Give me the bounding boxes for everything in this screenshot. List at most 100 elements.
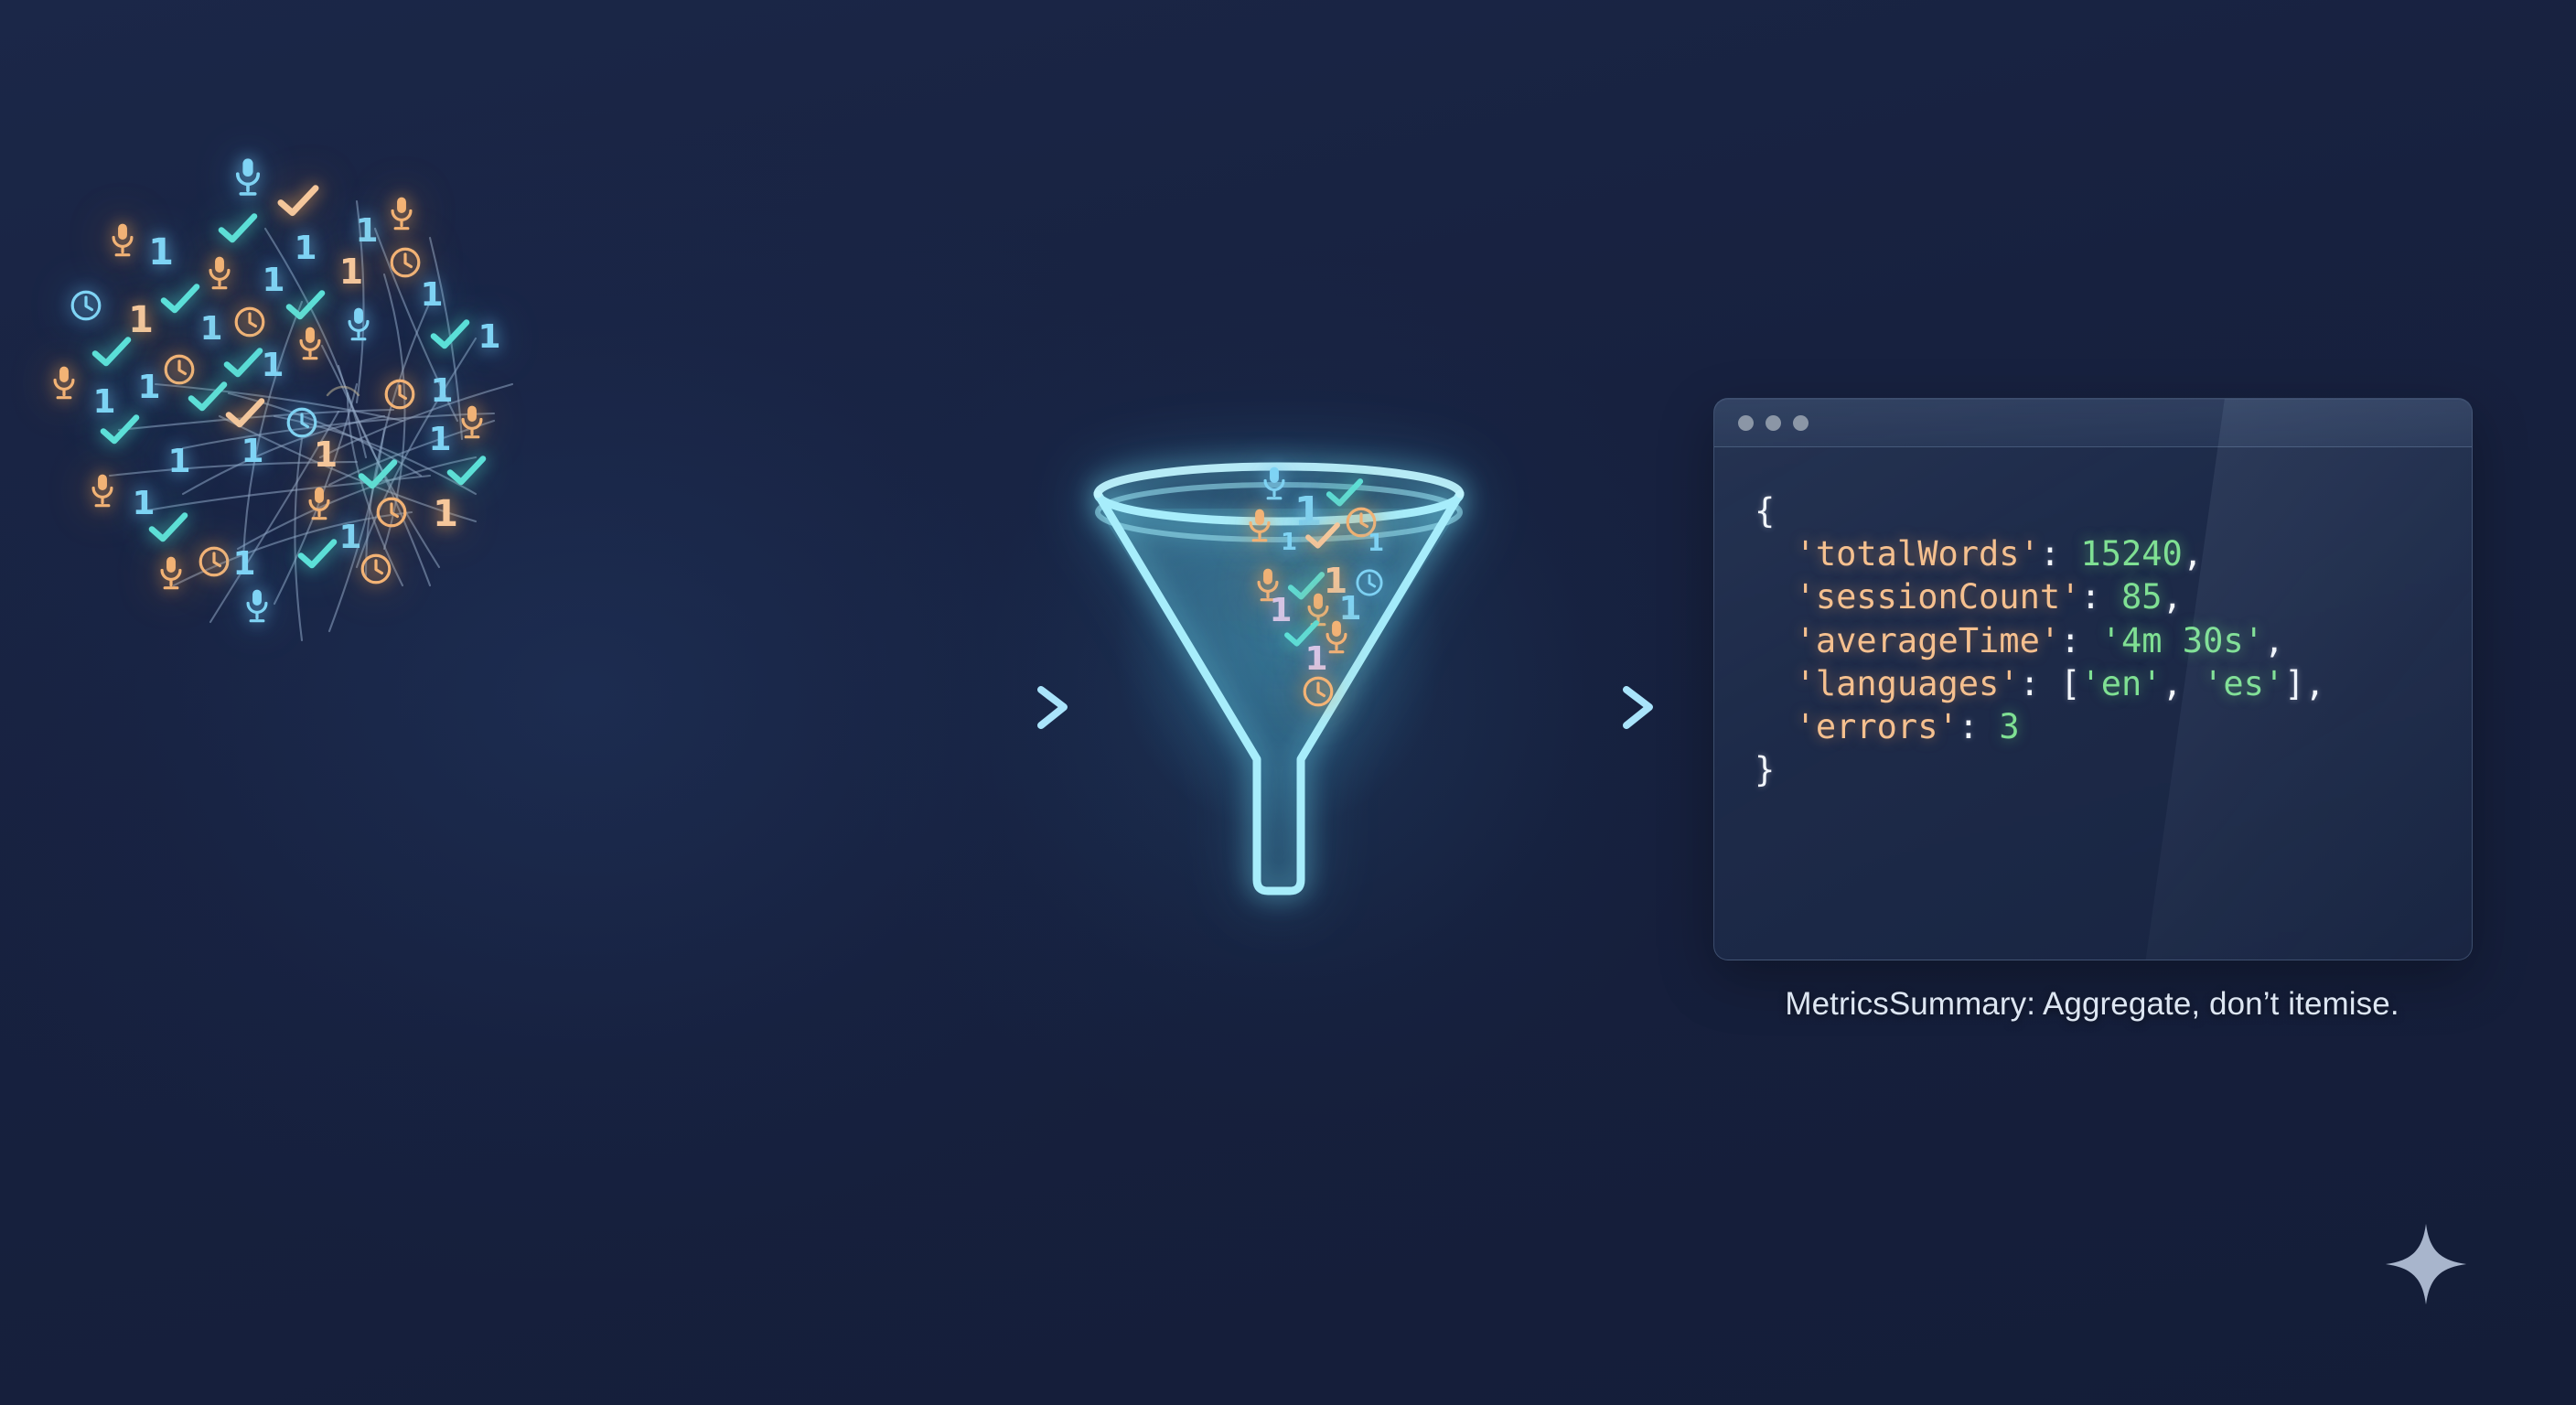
check-icon (188, 381, 229, 413)
digit-one: 1 (1304, 640, 1328, 678)
check-icon (285, 289, 327, 322)
check-icon (297, 538, 338, 571)
digit-one: 1 (241, 433, 264, 470)
digit-one: 1 (420, 276, 444, 314)
code-key: 'averageTime' (1795, 620, 2061, 660)
check-icon (225, 397, 266, 430)
microphone-icon (296, 325, 324, 361)
check-icon (358, 458, 399, 491)
code-value: '4m 30s' (2100, 620, 2264, 660)
minimize-button[interactable] (1766, 414, 1781, 431)
check-icon (100, 413, 141, 446)
digit-one: 1 (232, 545, 256, 583)
microphone-icon (109, 221, 136, 258)
check-icon (223, 347, 264, 380)
arrow-cloud-to-funnel (903, 686, 1068, 729)
code-value: 15240 (2080, 534, 2183, 574)
microphone-icon (243, 587, 271, 624)
clock-icon (163, 353, 196, 386)
caption-text: MetricsSummary: Aggregate, don’t itemise… (1785, 986, 2399, 1022)
code-punct: , (2263, 620, 2285, 660)
microphone-icon (1323, 618, 1350, 655)
code-line: } (1755, 748, 2472, 791)
microphone-icon (89, 472, 116, 509)
digit-one: 1 (92, 383, 116, 421)
microphone-icon (306, 485, 333, 521)
clock-icon (285, 406, 318, 439)
code-indent (1755, 705, 1796, 748)
digit-one: 1 (355, 212, 379, 250)
microphone-icon (458, 403, 486, 440)
window-titlebar (1714, 399, 2472, 447)
microphone-icon (50, 364, 78, 401)
digit-one: 1 (478, 318, 501, 356)
check-icon (160, 283, 201, 316)
code-punct: { (1755, 491, 1776, 531)
check-icon (218, 212, 259, 245)
code-key: 'totalWords' (1795, 534, 2040, 574)
code-punct: : [ (2019, 663, 2081, 703)
code-punct: : (2039, 534, 2081, 574)
code-punct: : (2060, 620, 2101, 660)
code-punct: , (2182, 534, 2204, 574)
digit-one: 1 (1338, 590, 1362, 627)
code-line: 'sessionCount': 85, (1755, 575, 2472, 618)
sparkle-icon (2385, 1223, 2467, 1305)
metrics-summary-window[interactable]: { 'totalWords': 15240, 'sessionCount': 8… (1713, 398, 2473, 960)
digit-one: 1 (1269, 592, 1293, 629)
microphone-icon (157, 554, 185, 591)
digit-one: 1 (132, 485, 156, 522)
code-value: 3 (1999, 706, 2020, 746)
digit-one: 1 (430, 372, 454, 410)
digit-one: 1 (167, 443, 191, 480)
code-indent (1755, 662, 1796, 705)
microphone-icon (388, 195, 415, 231)
check-icon (1283, 619, 1320, 649)
microphone-icon (206, 254, 233, 291)
check-icon (276, 184, 320, 219)
code-block: { 'totalWords': 15240, 'sessionCount': 8… (1714, 447, 2472, 791)
arrow-funnel-to-output (1488, 686, 1653, 729)
code-line: 'errors': 3 (1755, 705, 2472, 748)
digit-one: 1 (1293, 488, 1323, 535)
code-value: 85 (2120, 577, 2163, 617)
code-key: 'errors' (1795, 706, 1959, 746)
microphone-icon (345, 306, 372, 342)
code-line: 'languages': ['en', 'es'], (1755, 662, 2472, 705)
clock-icon (233, 306, 266, 338)
clock-icon (1355, 568, 1384, 597)
code-line: 'totalWords': 15240, (1755, 532, 2472, 575)
digit-one: 1 (137, 369, 161, 406)
clock-icon (389, 246, 422, 279)
digit-one: 1 (428, 421, 452, 458)
code-punct: , (2162, 577, 2183, 617)
digit-one: 1 (1323, 561, 1348, 601)
clock-icon (375, 496, 408, 529)
check-icon (1304, 521, 1341, 551)
funnel-shape (1093, 462, 1465, 896)
close-button[interactable] (1738, 414, 1754, 431)
code-indent (1755, 532, 1796, 575)
microphone-icon (232, 156, 263, 198)
maximize-button[interactable] (1793, 414, 1809, 431)
check-icon (1287, 571, 1326, 602)
digit-one: 1 (261, 347, 284, 384)
digit-one: 1 (338, 252, 364, 292)
code-key: 'sessionCount' (1795, 577, 2081, 617)
code-punct: , (2162, 663, 2204, 703)
microphone-icon (1254, 566, 1282, 603)
microphone-icon (1261, 465, 1288, 501)
code-punct: } (1755, 750, 1776, 790)
digit-one: 1 (148, 231, 174, 273)
digit-one: 1 (199, 310, 223, 348)
clock-icon (1302, 675, 1335, 708)
clock-icon (1345, 506, 1378, 539)
code-value: 'es' (2203, 663, 2285, 703)
digit-one: 1 (262, 262, 285, 299)
check-icon (430, 318, 471, 351)
